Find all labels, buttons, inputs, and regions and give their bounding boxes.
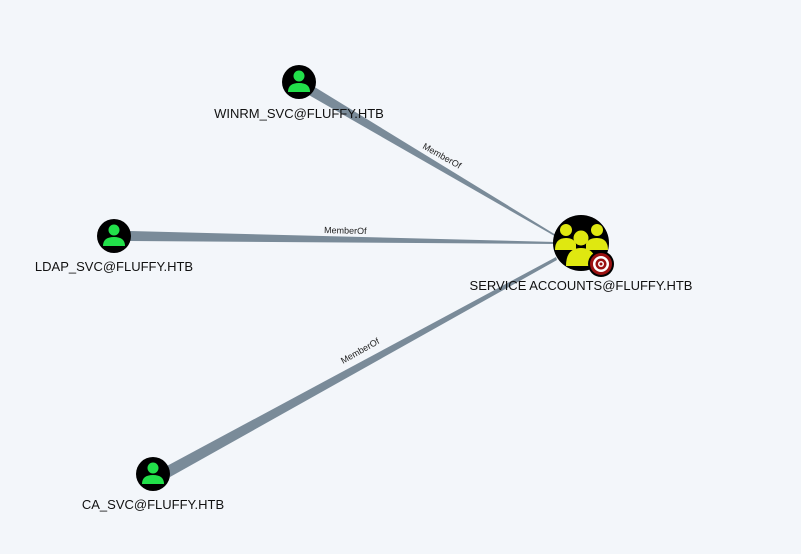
edge-ldap-service[interactable]: MemberOf (130, 225, 556, 244)
node-ca-svc[interactable]: CA_SVC@FLUFFY.HTB (82, 457, 224, 512)
user-icon (142, 462, 164, 484)
node-winrm-svc[interactable]: WINRM_SVC@FLUFFY.HTB (214, 65, 384, 121)
node-circle (97, 219, 131, 253)
target-icon (588, 251, 614, 277)
node-circle (136, 457, 170, 491)
node-service-accounts[interactable]: SERVICE ACCOUNTS@FLUFFY.HTB (470, 215, 693, 293)
node-label: CA_SVC@FLUFFY.HTB (82, 497, 224, 512)
edges: MemberOf MemberOf MemberOf (130, 86, 558, 477)
node-circle (282, 65, 316, 99)
node-label: WINRM_SVC@FLUFFY.HTB (214, 106, 384, 121)
user-icon (288, 70, 310, 92)
edge-arrow-shape (165, 257, 557, 477)
node-ldap-svc[interactable]: LDAP_SVC@FLUFFY.HTB (35, 219, 193, 274)
edge-label: MemberOf (324, 225, 367, 236)
group-icon (555, 224, 608, 266)
user-icon (103, 224, 125, 246)
edge-arrow-shape (130, 231, 556, 244)
node-label: SERVICE ACCOUNTS@FLUFFY.HTB (470, 278, 693, 293)
nodes: WINRM_SVC@FLUFFY.HTB LDAP_SVC@FLUFFY.HTB… (35, 65, 693, 512)
node-label: LDAP_SVC@FLUFFY.HTB (35, 259, 193, 274)
edge-arrow-shape (307, 86, 558, 238)
